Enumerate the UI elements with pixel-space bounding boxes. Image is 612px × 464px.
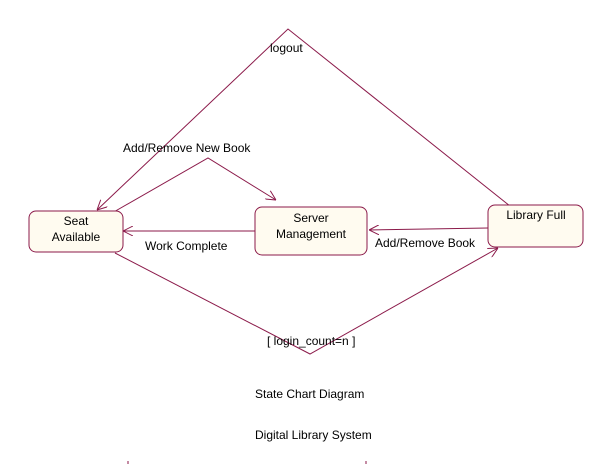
state-seat-available-label-line2: Available [52, 230, 101, 244]
state-server-management-label-line2: Management [276, 227, 347, 241]
transition-add-remove-book-label: Add/Remove Book [375, 236, 476, 250]
caption-system-name: Digital Library System [255, 428, 372, 442]
state-seat-available-label-line1: Seat [64, 214, 89, 228]
transition-login-count-edge [114, 248, 498, 355]
state-library-full-label: Library Full [506, 208, 565, 222]
state-server-management-label-line1: Server [293, 211, 328, 225]
transition-login-count-label: [ login_count=n ] [267, 334, 355, 348]
transition-work-complete-label: Work Complete [145, 239, 228, 253]
caption-diagram-type: State Chart Diagram [255, 387, 364, 401]
transition-logout-edge [97, 28, 511, 210]
transition-logout-label: logout [270, 41, 303, 55]
transition-add-remove-book-edge [369, 228, 489, 230]
transition-add-remove-new-book-edge [111, 157, 276, 214]
state-library-full: Library Full [487, 204, 584, 248]
state-server-management: Server Management [254, 206, 368, 256]
state-seat-available: Seat Available [28, 210, 124, 253]
transition-add-remove-new-book-label: Add/Remove New Book [123, 141, 251, 155]
